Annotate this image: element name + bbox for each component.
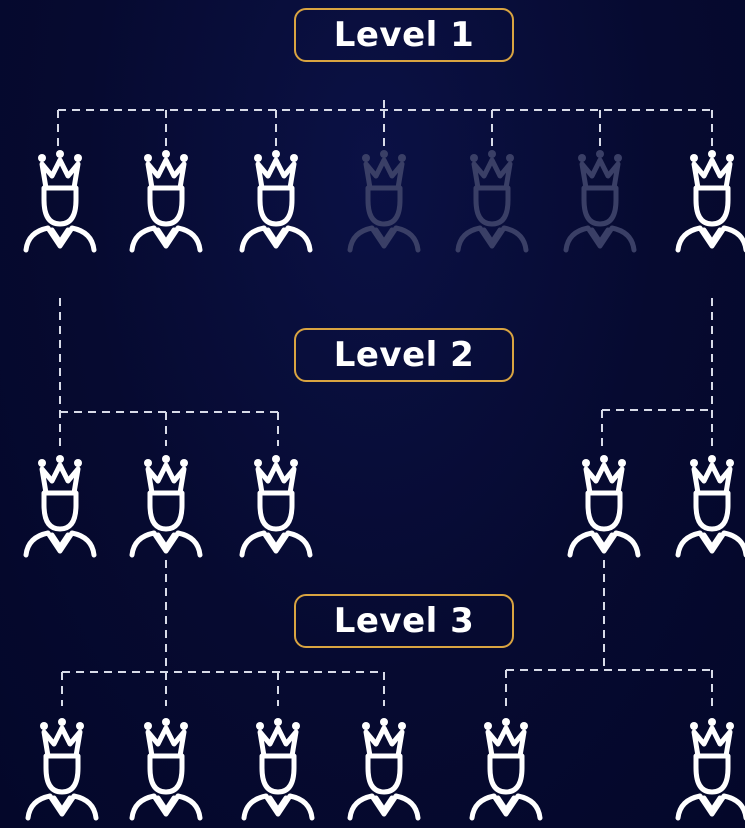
- crowned-person-icon: [129, 455, 203, 558]
- crowned-person-icon: [23, 455, 97, 558]
- level-label: Level 1: [333, 15, 475, 55]
- crowned-person-icon: [347, 150, 421, 253]
- crowned-person-icon: [241, 718, 315, 821]
- level-badge-2: Level 2: [294, 328, 514, 382]
- crowned-person-icon: [675, 150, 745, 253]
- crowned-person-icon: [25, 718, 99, 821]
- crowned-person-icon: [239, 150, 313, 253]
- crowned-person-icon: [129, 150, 203, 253]
- crowned-person-icon: [23, 150, 97, 253]
- crowned-person-icon: [469, 718, 543, 821]
- crowned-person-icon: [563, 150, 637, 253]
- level-badge-1: Level 1: [294, 8, 514, 62]
- level-badge-3: Level 3: [294, 594, 514, 648]
- crowned-person-icon: [455, 150, 529, 253]
- crowned-person-icon: [675, 455, 745, 558]
- crowned-person-icon: [567, 455, 641, 558]
- level-label: Level 3: [333, 601, 475, 641]
- crowned-person-icon: [129, 718, 203, 821]
- crowned-person-icon: [347, 718, 421, 821]
- crowned-person-icon: [239, 455, 313, 558]
- level-label: Level 2: [333, 335, 475, 375]
- crowned-person-icon: [675, 718, 745, 821]
